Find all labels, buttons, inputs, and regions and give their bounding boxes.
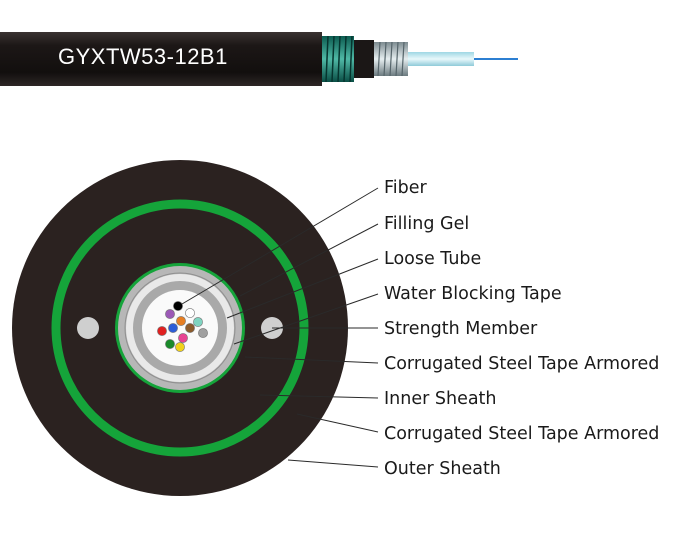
fiber-11 [165,339,175,349]
label-filling-gel: Filling Gel [384,214,470,234]
label-water-blocking-tape: Water Blocking Tape [384,284,562,304]
fiber-group [157,301,208,352]
outer-jacket [0,32,322,86]
strength-member-left [77,317,99,339]
label-outer-sheath: Outer Sheath [384,459,501,479]
fiber-12 [175,342,185,352]
label-strength-member: Strength Member [384,319,538,339]
fiber-6 [157,326,167,336]
fiber-7 [168,323,178,333]
loose-tube-side [408,52,474,66]
filling-gel [142,290,218,366]
fiber-4 [176,316,186,326]
fiber-2 [185,308,195,318]
cable-model-text: GYXTW53-12B1 [58,44,228,69]
fiber-10 [178,333,188,343]
fiber-5 [193,317,203,327]
label-inner-sheath: Inner Sheath [384,389,497,409]
steel-tape-ring-edge [124,272,236,384]
steel-tape-corrugations [377,41,405,77]
fiber-9 [198,328,208,338]
fiber-3 [165,309,175,319]
cable-side-view [0,32,518,86]
label-fiber: Fiber [384,178,427,198]
armor-corrugations [325,35,353,83]
label-corrugated-steel-tape-armored-1: Corrugated Steel Tape Armored [384,354,660,374]
leader-lines [181,187,379,468]
label-corrugated-steel-tape-armored-2: Corrugated Steel Tape Armored [384,424,660,444]
label-loose-tube: Loose Tube [384,249,482,269]
fiber-8 [185,323,195,333]
fiber-1 [173,301,183,311]
inner-sheath [354,40,374,78]
